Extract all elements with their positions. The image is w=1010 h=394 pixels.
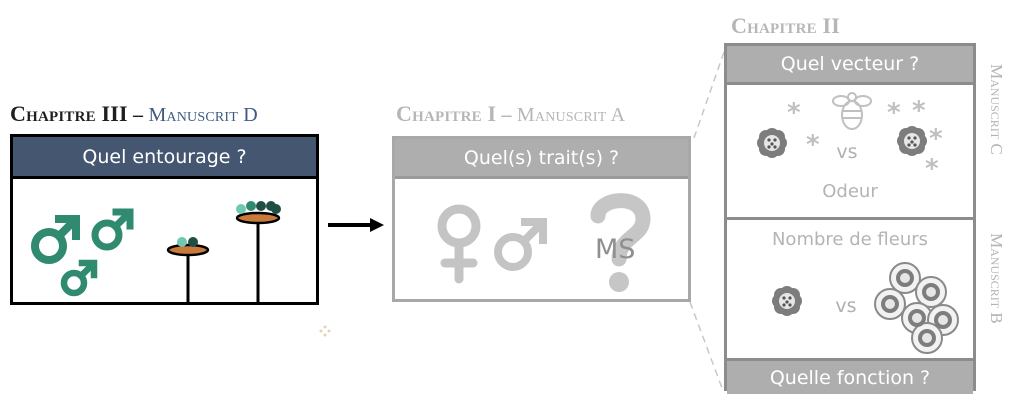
chapter2-question-top: Quel vecteur ? xyxy=(780,53,920,75)
male-symbol-icon xyxy=(494,218,547,271)
odeur-illustration: * * * * * * vs Odeur xyxy=(757,92,943,202)
chapter3-illustration xyxy=(31,201,281,302)
odeur-section: * * * * * * vs Odeur xyxy=(727,85,973,220)
chapter2-title: Chapitre II xyxy=(731,13,841,38)
chapter1-heading: Chapitre I – Manuscrit A xyxy=(396,101,625,127)
chapter2-question-top-bar: Quel vecteur ? xyxy=(727,46,973,85)
svg-text:*: * xyxy=(787,98,801,128)
arrow-right-icon xyxy=(328,218,384,232)
manuscrit-c-label: Manuscrit C xyxy=(987,64,1006,155)
nombre-illustration: Nombre de fleurs vs xyxy=(772,229,959,354)
flower-icon xyxy=(757,128,787,158)
nombre-label: Nombre de fleurs xyxy=(772,229,928,250)
svg-text:*: * xyxy=(912,96,926,126)
chapter2-question-bottom: Quelle fonction ? xyxy=(769,366,931,389)
chapter1-question: Quel(s) trait(s) ? xyxy=(463,146,620,169)
scent-icon: * * * * * * xyxy=(787,96,943,184)
svg-text:*: * xyxy=(929,124,943,154)
faint-mark-icon xyxy=(319,325,331,337)
chapter3-question: Quel entourage ? xyxy=(82,145,247,168)
male-symbol-icon xyxy=(91,208,134,251)
svg-text:*: * xyxy=(806,130,820,160)
chapter2-heading: Chapitre II xyxy=(731,13,840,39)
chapter3-heading: Chapitre III – Manuscrit D xyxy=(10,101,258,127)
chapter1-manuscript: Manuscrit A xyxy=(516,104,626,126)
chapter1-dash: – xyxy=(496,104,517,126)
chapter3-title: Chapitre III xyxy=(10,101,128,126)
chapter1-title: Chapitre I xyxy=(396,101,497,126)
male-symbol-icon xyxy=(31,215,80,264)
manuscrit-b-label: Manuscrit B xyxy=(987,233,1006,324)
question-mark-icon xyxy=(590,193,651,292)
tall-flower-icon xyxy=(235,201,281,302)
short-flower-icon xyxy=(166,237,210,302)
zoom-guide-lines xyxy=(689,51,725,389)
flower-icon xyxy=(772,286,802,316)
chapter3-manuscript: Manuscrit D xyxy=(148,104,258,126)
chapter3-question-bar: Quel entourage ? xyxy=(13,137,316,179)
chapter3-panel: Quel entourage ? xyxy=(10,134,319,305)
chapter1-question-bar: Quel(s) trait(s) ? xyxy=(395,139,688,179)
flower-cluster-icon xyxy=(874,262,959,354)
flower-icon xyxy=(897,126,927,156)
male-symbol-icon xyxy=(60,259,98,297)
chapter1-panel: Quel(s) trait(s) ? MS xyxy=(392,136,691,302)
ms-label: MS xyxy=(595,234,635,265)
svg-text:*: * xyxy=(925,154,939,184)
chapter1-illustration: MS xyxy=(437,193,651,292)
odeur-label: Odeur xyxy=(822,181,878,202)
vs-label-2: vs xyxy=(835,295,856,317)
nombre-section: Nombre de fleurs vs xyxy=(727,220,973,358)
chapter2-panel: Quel vecteur ? xyxy=(724,43,976,394)
bee-icon xyxy=(832,92,872,130)
vs-label: vs xyxy=(836,141,857,163)
svg-text:*: * xyxy=(887,98,901,128)
chapter3-dash: – xyxy=(127,104,149,126)
female-symbol-icon xyxy=(437,204,481,284)
chapter2-question-bottom-bar: Quelle fonction ? xyxy=(727,358,973,394)
